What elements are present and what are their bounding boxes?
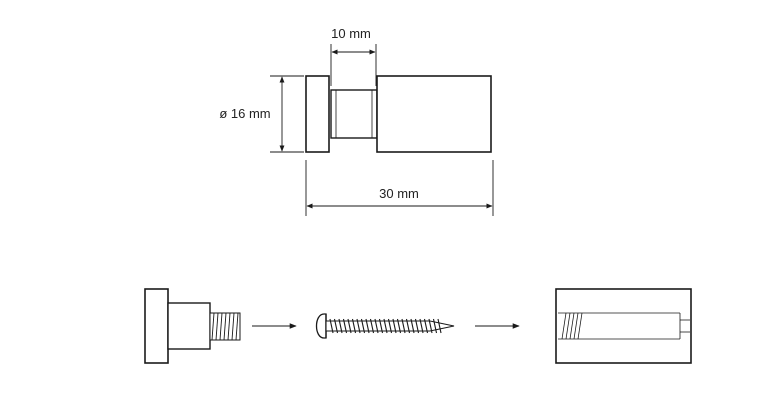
stud-threads: [211, 312, 239, 341]
screw-thread-line: [432, 318, 438, 334]
diameter-label: ø 16 mm: [219, 106, 270, 121]
screw-thread-line: [405, 318, 411, 334]
neck: [330, 89, 378, 139]
screw-thread-line: [383, 318, 388, 334]
length-label: 30 mm: [379, 186, 419, 201]
dimension-diameter: [270, 75, 304, 153]
screw-thread-line: [410, 318, 415, 334]
screw-thread-line: [356, 318, 361, 334]
cap-part: [144, 288, 241, 364]
cap-part-plate: [144, 288, 169, 364]
screw-thread-line: [401, 318, 406, 334]
sleeve-part: [555, 288, 692, 364]
cap-part-neck: [167, 302, 211, 350]
screw-thread-line: [369, 318, 375, 334]
screw-thread-line: [396, 318, 402, 334]
screw-threads: [329, 318, 442, 334]
screw-thread-line: [365, 318, 370, 334]
screw-part: [315, 313, 455, 339]
screw-thread-line: [342, 318, 348, 334]
screw-thread-line: [392, 318, 397, 334]
screw-thread-line: [338, 318, 343, 334]
side-view: [305, 75, 492, 153]
screw-thread-line: [428, 318, 433, 334]
screw-thread-line: [378, 318, 384, 334]
dimension-length: [305, 160, 494, 216]
width-label: 10 mm: [331, 26, 371, 41]
dimension-width: [330, 44, 377, 86]
screw-thread-line: [374, 318, 379, 334]
screw-thread-line: [351, 318, 357, 334]
screw-thread-line: [333, 318, 339, 334]
screw-head: [315, 313, 327, 339]
cap-plate: [305, 75, 330, 153]
sleeve-body: [555, 288, 692, 364]
screw-thread-line: [329, 318, 334, 334]
screw-thread-line: [423, 318, 429, 334]
sleeve-internal-threads: [561, 312, 583, 340]
screw-thread-line: [419, 318, 424, 334]
screw-thread-line: [347, 318, 352, 334]
screw-thread-line: [414, 318, 420, 334]
body-cylinder: [376, 75, 492, 153]
screw-thread-line: [437, 318, 442, 334]
screw-thread-line: [387, 318, 393, 334]
screw-thread-line: [360, 318, 366, 334]
